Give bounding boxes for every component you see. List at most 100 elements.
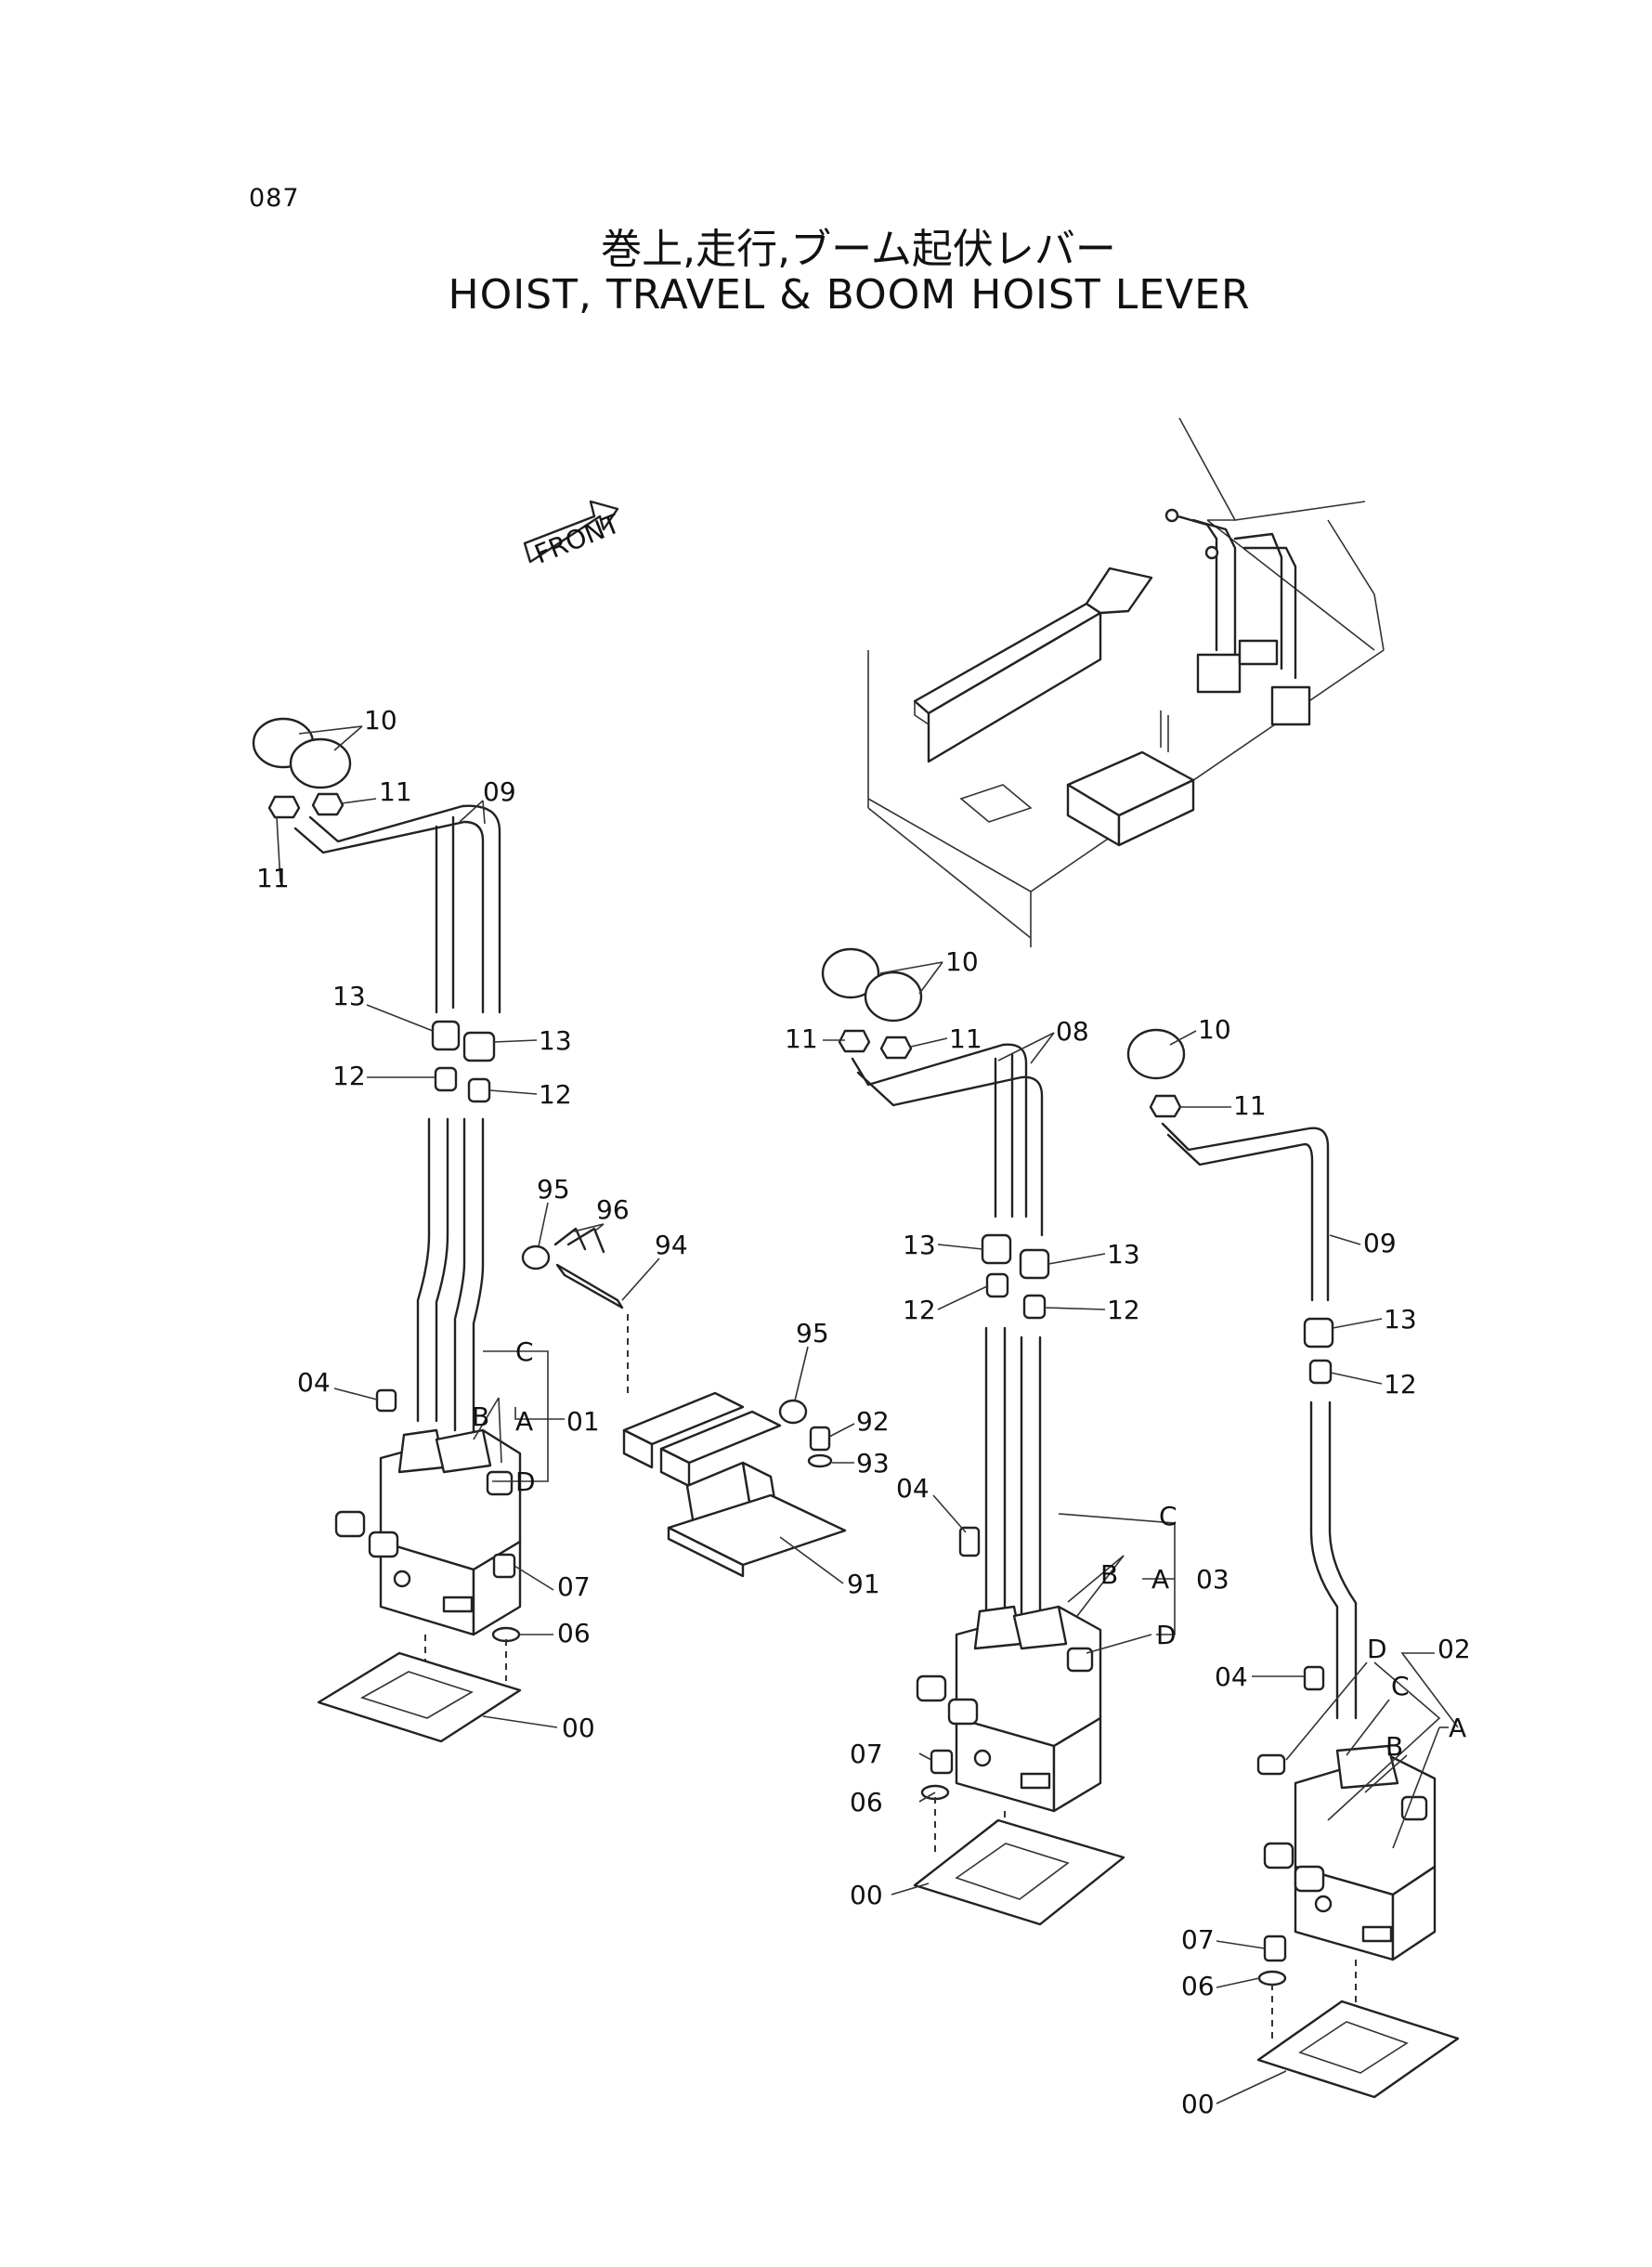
- sleeve-13d: [1019, 1248, 1050, 1280]
- label-04: 04: [896, 1473, 930, 1504]
- label-08: 08: [1056, 1016, 1089, 1047]
- label-12: 12: [903, 1295, 936, 1325]
- label-b: B: [1100, 1559, 1118, 1590]
- label-11: 11: [949, 1023, 982, 1054]
- knob-10c: [821, 947, 880, 999]
- label-c: C: [515, 1336, 534, 1367]
- knob-10d: [864, 971, 923, 1023]
- sleeve-13c: [981, 1233, 1012, 1265]
- ferrule-12d: [1022, 1294, 1047, 1320]
- label-10: 10: [364, 705, 397, 736]
- washer-93: [807, 1453, 833, 1468]
- label-07: 07: [850, 1739, 883, 1769]
- label-96: 96: [596, 1194, 630, 1225]
- label-11: 11: [379, 776, 412, 807]
- bolt-92: [809, 1426, 831, 1452]
- label-10: 10: [945, 946, 979, 977]
- label-13: 13: [1384, 1304, 1417, 1335]
- label-11: 11: [1233, 1090, 1267, 1121]
- sleeve-13a: [431, 1020, 461, 1051]
- front-label: FRONT: [530, 508, 625, 570]
- label-93: 93: [856, 1448, 890, 1479]
- label-12: 12: [332, 1061, 366, 1091]
- knob-10e: [1126, 1028, 1186, 1080]
- label-00: 00: [1181, 2089, 1215, 2119]
- label-00: 00: [850, 1880, 883, 1910]
- label-09: 09: [1363, 1228, 1397, 1258]
- label-11: 11: [785, 1023, 818, 1054]
- label-c: C: [1159, 1501, 1177, 1531]
- nut-11c: [838, 1029, 871, 1053]
- label-07: 07: [1181, 1924, 1215, 1955]
- label-13: 13: [903, 1230, 936, 1260]
- base-plate-00-right: [1256, 2000, 1460, 2099]
- leader-lines: [276, 725, 1459, 2104]
- washer-06-left: [491, 1626, 521, 1643]
- label-00: 00: [562, 1713, 595, 1743]
- lock-bar-assembly: [521, 1227, 847, 1578]
- base-plate-00-middle: [913, 1818, 1125, 1926]
- label-a: A: [1151, 1564, 1169, 1595]
- label-92: 92: [856, 1406, 890, 1437]
- label-12: 12: [1384, 1369, 1417, 1400]
- ferrule-12e: [1308, 1359, 1333, 1385]
- label-a: A: [1449, 1713, 1466, 1743]
- knob-10b: [289, 737, 352, 789]
- label-c: C: [1391, 1671, 1410, 1701]
- label-06: 06: [557, 1618, 591, 1648]
- label-03: 03: [1196, 1564, 1229, 1595]
- label-07: 07: [557, 1571, 591, 1602]
- part-labels: 10 11 11 09 13 13 12 12 95 96 94 95 92 9…: [256, 705, 1471, 2119]
- nut-11d: [879, 1036, 913, 1060]
- label-d: D: [1156, 1620, 1177, 1650]
- washer-95a: [521, 1244, 551, 1270]
- nut-11e: [1149, 1094, 1182, 1118]
- label-95: 95: [537, 1174, 570, 1205]
- label-91: 91: [847, 1569, 880, 1599]
- bolt-07-left: [492, 1553, 516, 1579]
- label-d: D: [515, 1466, 536, 1497]
- label-09: 09: [483, 776, 516, 807]
- front-arrow: FRONT: [523, 500, 625, 570]
- bolt-07-middle: [930, 1749, 954, 1775]
- pin-94: [555, 1263, 624, 1309]
- label-b: B: [1385, 1731, 1403, 1762]
- title-japanese: 巻上,走行,ブーム起伏レバー: [601, 226, 1116, 273]
- washer-95b: [778, 1399, 808, 1425]
- label-12: 12: [539, 1079, 572, 1110]
- label-d: D: [1367, 1634, 1387, 1664]
- title-english: HOIST, TRAVEL & BOOM HOIST LEVER: [448, 271, 1251, 319]
- label-12: 12: [1107, 1295, 1140, 1325]
- ferrule-12c: [985, 1272, 1009, 1298]
- label-94: 94: [655, 1230, 688, 1260]
- label-04: 04: [1215, 1661, 1248, 1692]
- bolt-04-left: [375, 1388, 397, 1413]
- cab-overview: [867, 417, 1385, 947]
- label-01: 01: [566, 1406, 600, 1437]
- sleeve-13e: [1303, 1317, 1334, 1348]
- label-13: 13: [539, 1025, 572, 1056]
- washer-06-right: [1257, 1970, 1287, 1987]
- label-95: 95: [796, 1318, 829, 1348]
- label-04: 04: [297, 1367, 331, 1398]
- base-plate-00-left: [317, 1651, 522, 1743]
- middle-lever-assembly: [821, 947, 1125, 1926]
- label-a: A: [515, 1406, 533, 1437]
- page-number: 087: [249, 184, 300, 213]
- bolt-07-right: [1263, 1935, 1287, 1962]
- nut-11b: [311, 792, 345, 816]
- bolt-04-right: [1303, 1665, 1325, 1691]
- label-11: 11: [256, 863, 290, 893]
- label-10: 10: [1198, 1014, 1231, 1045]
- ferrule-12b: [467, 1077, 491, 1103]
- ferrule-12a: [434, 1066, 458, 1092]
- bolt-04-middle: [958, 1526, 981, 1557]
- label-b: B: [472, 1401, 489, 1432]
- label-13: 13: [332, 981, 366, 1011]
- left-lever-assembly: [252, 717, 522, 1743]
- label-02: 02: [1437, 1634, 1471, 1664]
- label-06: 06: [1181, 1971, 1215, 2001]
- label-13: 13: [1107, 1239, 1140, 1270]
- nut-11a: [267, 795, 301, 819]
